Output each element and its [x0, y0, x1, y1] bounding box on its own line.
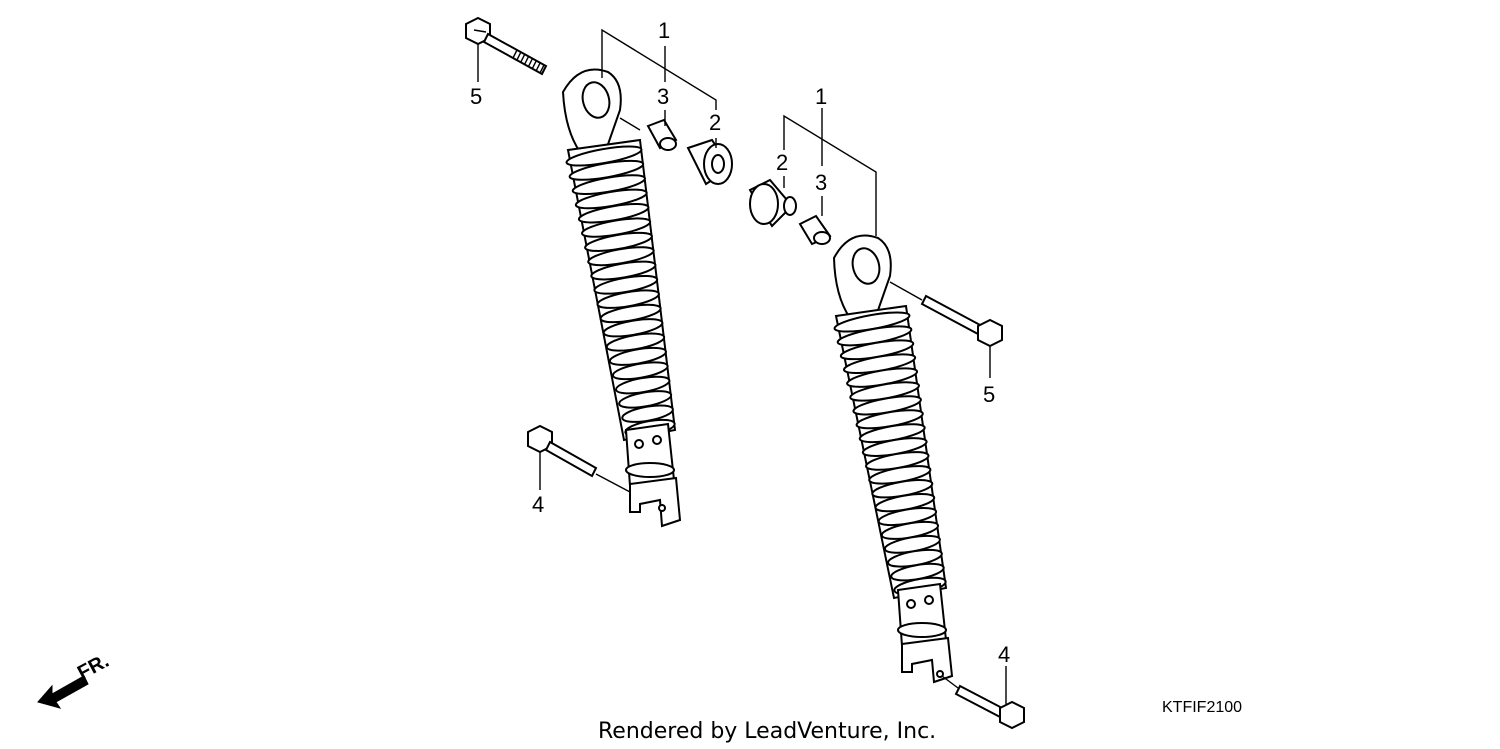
right-top-bolt[interactable]	[920, 294, 1003, 348]
left-callout-5: 5	[470, 84, 482, 109]
bolt-thread	[520, 53, 526, 63]
right-bottom-bolt[interactable]	[954, 684, 1025, 730]
right-callout-1: 1	[815, 84, 827, 109]
diagram-code: KTFIF2100	[1162, 699, 1242, 716]
right-bushing[interactable]	[748, 178, 797, 228]
left-bottom-bolt[interactable]	[527, 424, 598, 478]
right-callout-2: 2	[776, 150, 788, 175]
left-bushing[interactable]	[686, 138, 733, 186]
bolt-thread	[516, 51, 522, 61]
bolt-thread	[539, 64, 545, 74]
left-top-bolt[interactable]	[465, 16, 548, 76]
render-credit: Rendered by LeadVenture, Inc.	[598, 719, 936, 744]
left-callout-1: 1	[658, 18, 670, 43]
bolt-thread	[535, 62, 541, 72]
bolt-thread	[523, 56, 530, 65]
right-collar[interactable]	[798, 214, 832, 246]
left-shock-absorber[interactable]	[561, 68, 682, 528]
left-callout-4: 4	[532, 492, 544, 517]
right-callout-4: 4	[998, 642, 1010, 667]
left-leader-lines	[477, 28, 717, 493]
right-shock-absorber[interactable]	[832, 234, 954, 684]
right-callout-5: 5	[983, 382, 995, 407]
left-callout-3: 3	[657, 84, 669, 109]
bolt-thread	[527, 58, 534, 67]
bolt-thread	[512, 49, 518, 59]
left-callout-2: 2	[709, 110, 721, 135]
left-collar[interactable]	[646, 118, 678, 151]
front-direction-arrow-icon: FR.	[37, 650, 113, 709]
bolt-thread	[531, 60, 537, 70]
right-leader-lines	[783, 108, 1007, 704]
right-callout-3: 3	[815, 170, 827, 195]
